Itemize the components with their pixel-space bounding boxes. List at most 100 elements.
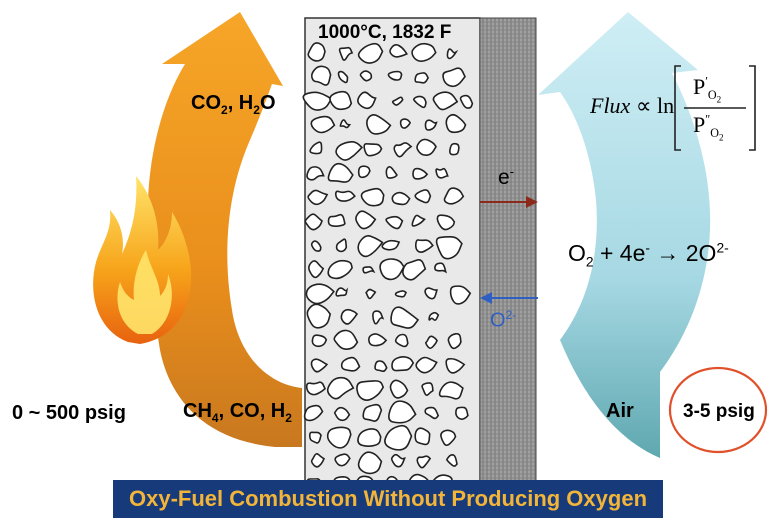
pore [329, 90, 353, 111]
pore [366, 113, 392, 135]
pore [355, 210, 377, 230]
pore [390, 306, 420, 329]
pore [411, 214, 426, 227]
pore [308, 431, 322, 444]
pore [305, 381, 326, 396]
pore [327, 213, 346, 228]
pore [357, 91, 377, 110]
pore [385, 215, 404, 230]
pore [446, 48, 459, 60]
pore [455, 406, 469, 421]
pore [384, 424, 413, 451]
pore [335, 238, 348, 253]
pore [307, 189, 329, 206]
pore [339, 119, 352, 129]
pore [326, 426, 352, 449]
pore [362, 266, 376, 274]
pore [309, 141, 323, 155]
pore [308, 260, 325, 279]
pore [337, 70, 349, 84]
reaction-equation: O2 + 4e- → 2O2- [568, 240, 729, 270]
pore [333, 329, 359, 350]
dense-membrane [479, 17, 537, 509]
pore [357, 235, 384, 258]
pore [414, 239, 434, 253]
products-label: CO2, H2O [191, 92, 276, 117]
pore [379, 258, 405, 281]
pore [411, 42, 437, 63]
pore [357, 428, 382, 448]
pore [415, 356, 438, 374]
pore [428, 311, 440, 321]
pore [399, 118, 412, 129]
pore [388, 400, 417, 424]
pore [310, 240, 322, 252]
pore [357, 165, 371, 179]
pore [432, 91, 459, 111]
pore [360, 187, 385, 207]
pore [338, 46, 354, 61]
temperature-label: 1000°C, 1832 F [318, 22, 452, 43]
pore [414, 189, 432, 204]
pore [435, 167, 449, 179]
pore [374, 360, 388, 373]
pore [368, 333, 388, 347]
pore [310, 115, 336, 134]
pore [389, 379, 409, 399]
pore [327, 162, 354, 183]
pore [357, 42, 384, 64]
pore [306, 166, 325, 181]
pore [445, 113, 467, 134]
pore [438, 381, 464, 400]
pore [459, 94, 474, 109]
pore [303, 404, 324, 422]
pore [310, 65, 332, 86]
pore [381, 239, 401, 251]
pore [425, 335, 438, 349]
pore [310, 453, 326, 468]
pore [304, 213, 323, 231]
electron-label: e- [498, 165, 514, 189]
title-banner: Oxy-Fuel Combustion Without Producing Ox… [113, 480, 663, 518]
pore [311, 334, 328, 348]
pore [302, 91, 333, 111]
pore [310, 358, 329, 373]
pore [326, 376, 355, 400]
pore [435, 235, 463, 260]
electron-arrow [480, 196, 538, 208]
pore [424, 287, 438, 300]
pore [436, 214, 456, 231]
flux-expression: Flux ∝ ln [590, 93, 675, 118]
pore [357, 451, 383, 475]
pore [416, 455, 432, 469]
oxide-ion-label: O2- [490, 308, 517, 332]
pore [414, 427, 431, 446]
pore [385, 166, 398, 179]
fuel-label: CH4, CO, H2 [183, 400, 292, 425]
pore [356, 380, 385, 401]
pore [387, 70, 403, 81]
pores [302, 42, 474, 495]
pore [440, 429, 457, 447]
pore [327, 259, 353, 280]
fuel-pressure-label: 0 ~ 500 psig [12, 402, 126, 424]
pore [372, 310, 385, 325]
flux-numerator: P′O2 [693, 74, 722, 105]
pore [391, 191, 411, 206]
pore [363, 142, 383, 157]
pore [413, 95, 427, 109]
flux-bracket [674, 65, 756, 151]
pore [340, 356, 361, 372]
pore [424, 119, 438, 131]
flux-denominator: P″O2 [693, 112, 724, 143]
pore [393, 142, 413, 158]
pore [335, 141, 364, 161]
pore [443, 187, 465, 205]
pore [449, 142, 460, 156]
air-pressure-label: 3-5 psig [683, 401, 755, 422]
pore [335, 287, 349, 297]
pore [416, 138, 437, 157]
pressure-ring [668, 366, 768, 454]
